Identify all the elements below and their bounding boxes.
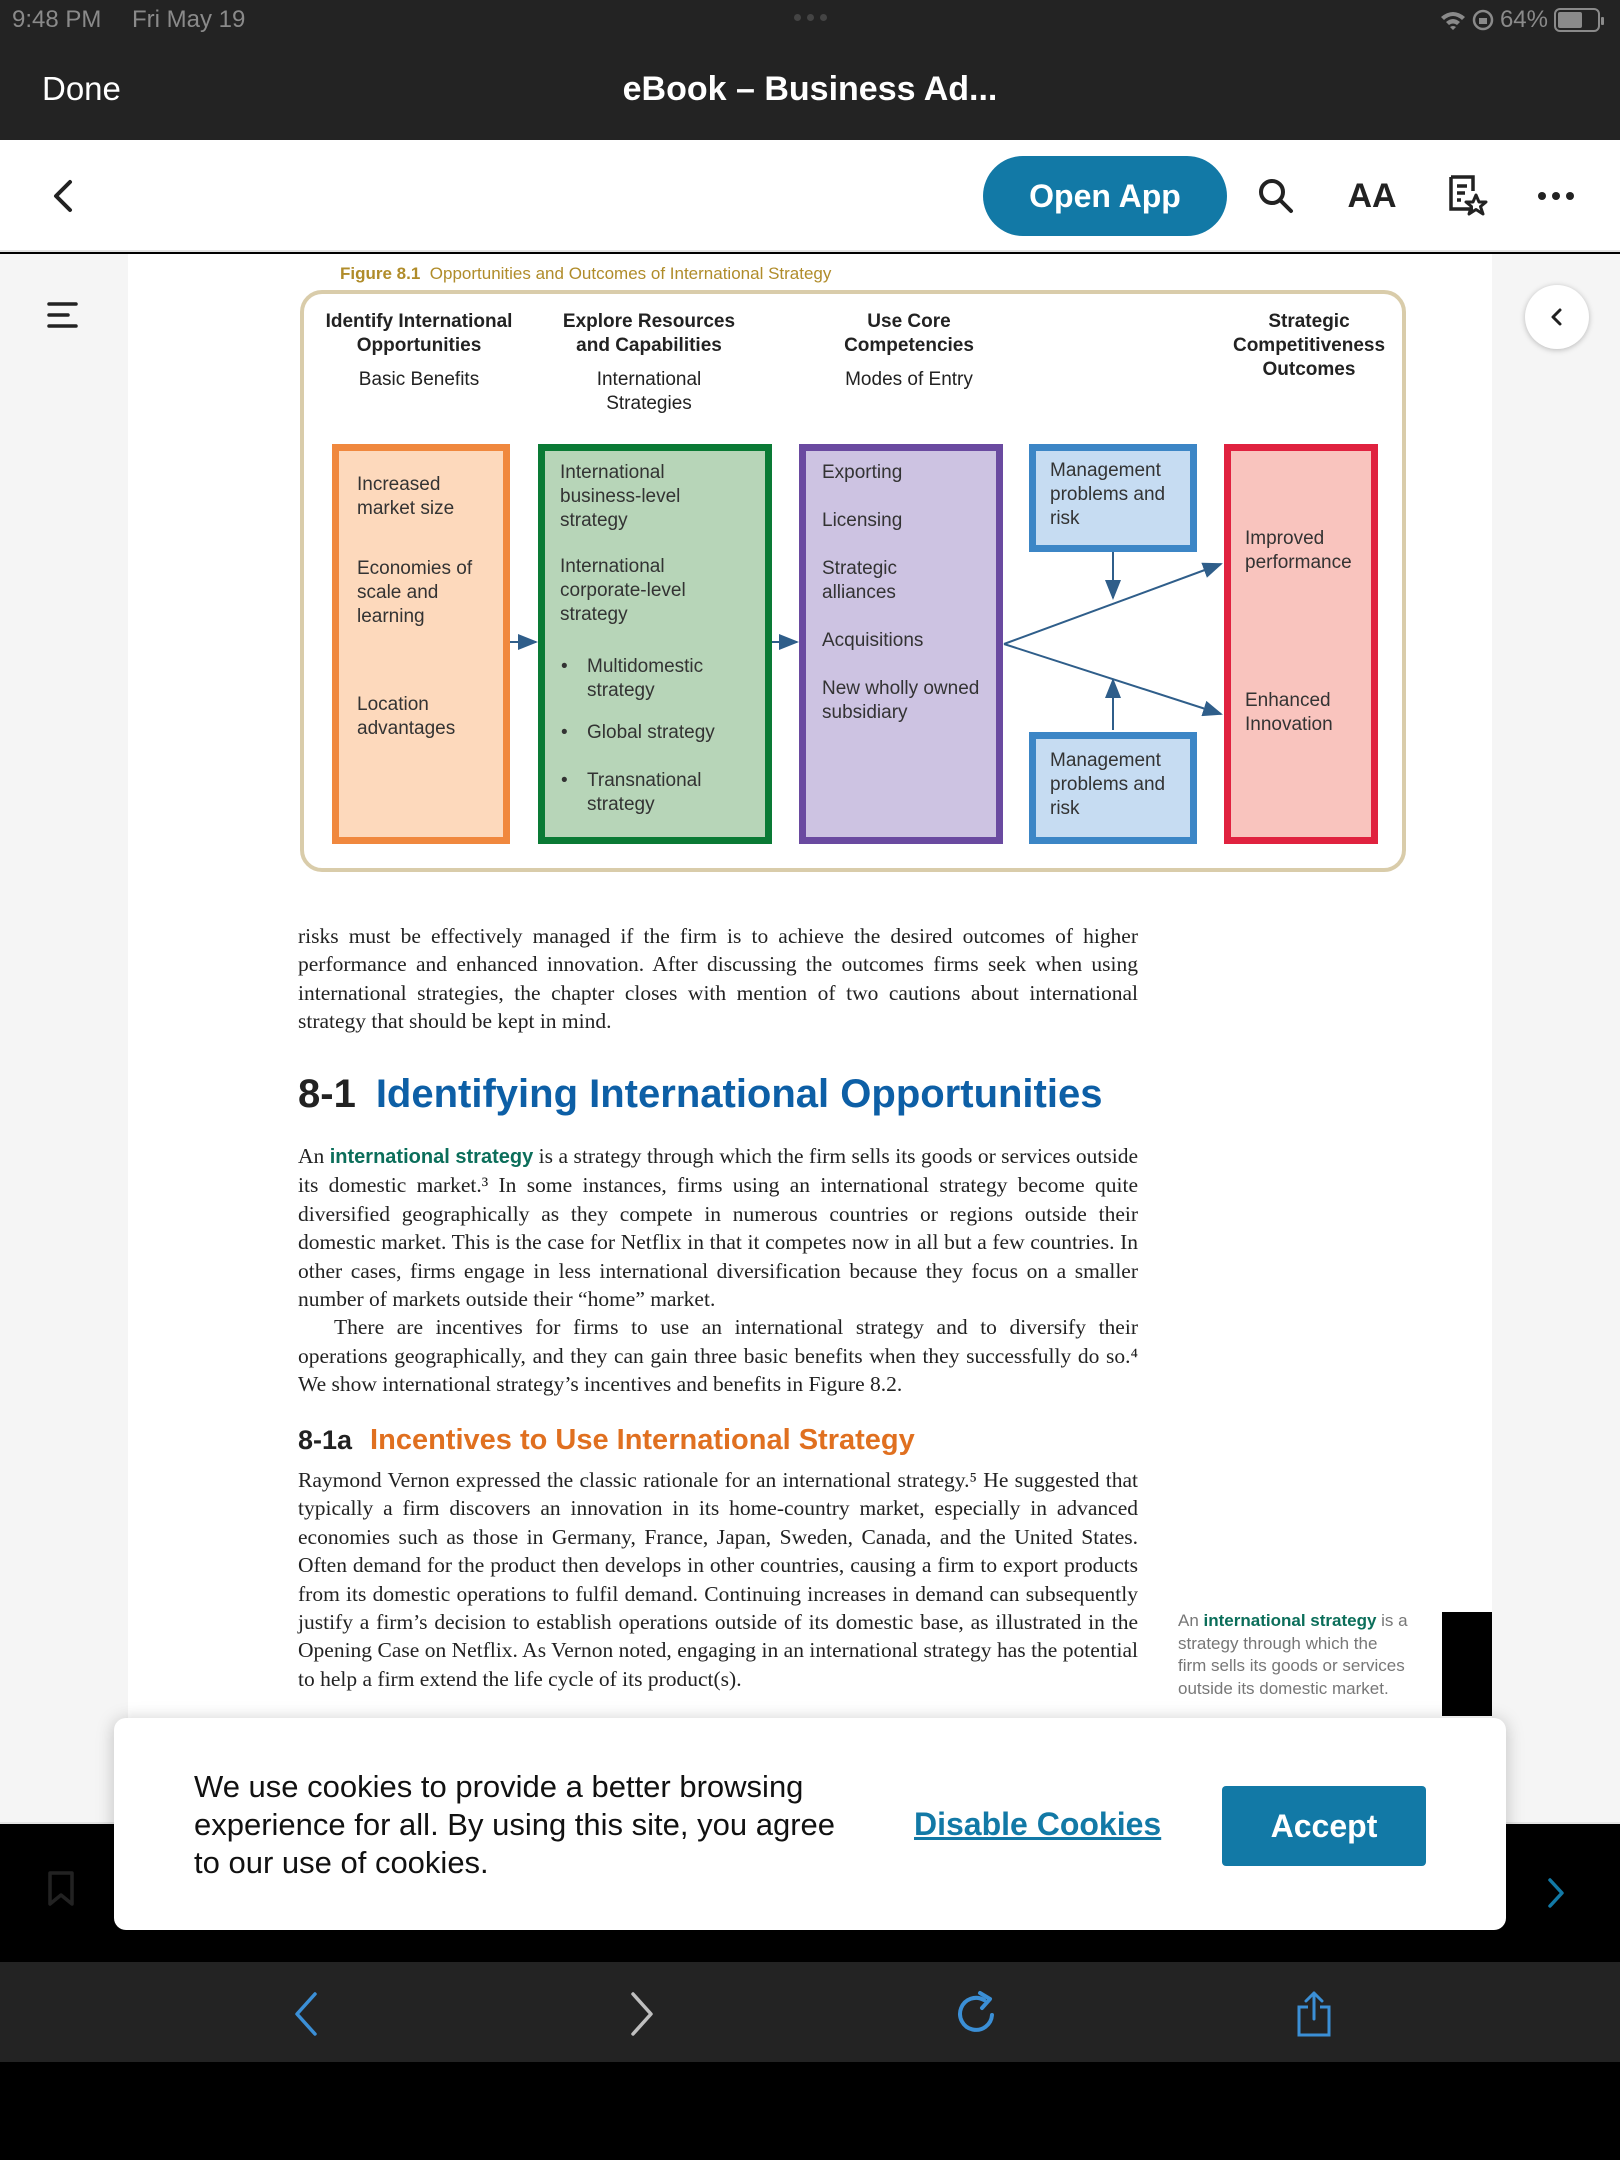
search-icon[interactable] (1250, 170, 1302, 222)
strategy-item: International corporate-level strategy (560, 556, 686, 625)
mode-item: Exporting (822, 462, 903, 483)
paragraph: Raymond Vernon expressed the classic rat… (298, 1468, 1138, 1691)
mode-item: Acquisitions (822, 630, 924, 651)
status-date: Fri May 19 (132, 6, 246, 33)
flow-arrows (510, 552, 1223, 730)
wifi-icon (1440, 12, 1465, 30)
section-body: An international strategy is a strategy … (298, 1142, 1138, 1399)
multitask-dots[interactable] (785, 14, 835, 22)
risk-text: Management problems and risk (1050, 750, 1166, 819)
status-right: 64% (1440, 6, 1604, 34)
battery-icon (1554, 8, 1604, 32)
more-icon[interactable] (1530, 170, 1582, 222)
benefit-item: Economies of scale and learning (357, 558, 473, 627)
status-bar: 9:48 PM Fri May 19 64% (0, 0, 1620, 40)
accept-cookies-button[interactable]: Accept (1222, 1786, 1426, 1866)
mode-item: Licensing (822, 510, 903, 531)
back-chevron-icon[interactable] (44, 176, 84, 216)
risk-box-bottom: Management problems and risk (1029, 732, 1197, 844)
reader-toolbar: Open App AA (0, 140, 1620, 252)
benefit-item: Location advantages (357, 694, 456, 739)
battery-percent: 64% (1499, 6, 1548, 33)
bookmark-icon[interactable] (46, 1870, 76, 1908)
page-edge-tab (1442, 1612, 1492, 1716)
figure-caption: Figure 8.1 Opportunities and Outcomes of… (340, 264, 832, 283)
paragraph: There are incentives for firms to use an… (298, 1315, 1138, 1397)
outcome-item: Improved performance (1245, 528, 1352, 573)
reload-icon[interactable] (950, 1986, 1006, 2042)
table-of-contents-icon[interactable] (46, 298, 80, 332)
paragraph: An international strategy is a strategy … (298, 1144, 1138, 1312)
disable-cookies-link[interactable]: Disable Cookies (914, 1806, 1162, 1842)
chevron-left-icon (1551, 308, 1562, 326)
col-head-outcomes: Strategic Competitiveness Outcomes (1232, 311, 1386, 380)
orientation-lock-icon (1472, 9, 1494, 31)
modes-box: Exporting Licensing Strategic alliances … (799, 444, 1003, 844)
mode-item: New wholly owned subsidiary (822, 678, 980, 723)
cookie-banner: We use cookies to provide a better brows… (114, 1718, 1506, 1930)
open-app-button[interactable]: Open App (983, 156, 1227, 236)
home-indicator-area (0, 2062, 1620, 2160)
strategy-item: International business-level strategy (560, 462, 681, 531)
browser-forward-icon[interactable] (614, 1986, 670, 2042)
reader-area: Figure 8.1 Opportunities and Outcomes of… (0, 254, 1620, 1822)
status-time: 9:48 PM (12, 6, 102, 33)
done-button[interactable]: Done (42, 70, 121, 107)
ebook-page[interactable]: Figure 8.1 Opportunities and Outcomes of… (128, 254, 1492, 1822)
keyword-international-strategy[interactable]: international strategy (329, 1146, 534, 1168)
benefit-item: Increased market size (357, 474, 455, 519)
nav-bar: Done eBook – Business Ad... (0, 40, 1620, 140)
next-page-icon[interactable] (1541, 1876, 1569, 1910)
font-size-label: AA (1347, 176, 1397, 215)
risk-box-top: Management problems and risk (1029, 444, 1197, 552)
collapse-panel-button[interactable] (1525, 285, 1589, 349)
margin-definition: An international strategy is a strategy … (1178, 1611, 1408, 1698)
browser-toolbar (0, 1962, 1620, 2062)
strategies-box: International business-level strategy In… (538, 444, 772, 844)
benefits-box: Increased market size Economies of scale… (332, 444, 510, 844)
notes-star-icon[interactable] (1440, 170, 1492, 222)
mode-item: Strategic alliances (822, 558, 897, 603)
outcome-item: Enhanced Innovation (1245, 690, 1333, 735)
intro-paragraph: risks must be effectively managed if the… (298, 924, 1138, 1034)
share-icon[interactable] (1286, 1986, 1342, 2042)
risk-text: Management problems and risk (1050, 460, 1166, 529)
outcomes-box: Improved performance Enhanced Innovation (1224, 444, 1378, 844)
font-size-icon[interactable]: AA (1346, 170, 1398, 222)
browser-back-icon[interactable] (278, 1986, 334, 2042)
cookie-message: We use cookies to provide a better brows… (194, 1769, 836, 1880)
page-title: eBook – Business Ad... (622, 70, 998, 108)
